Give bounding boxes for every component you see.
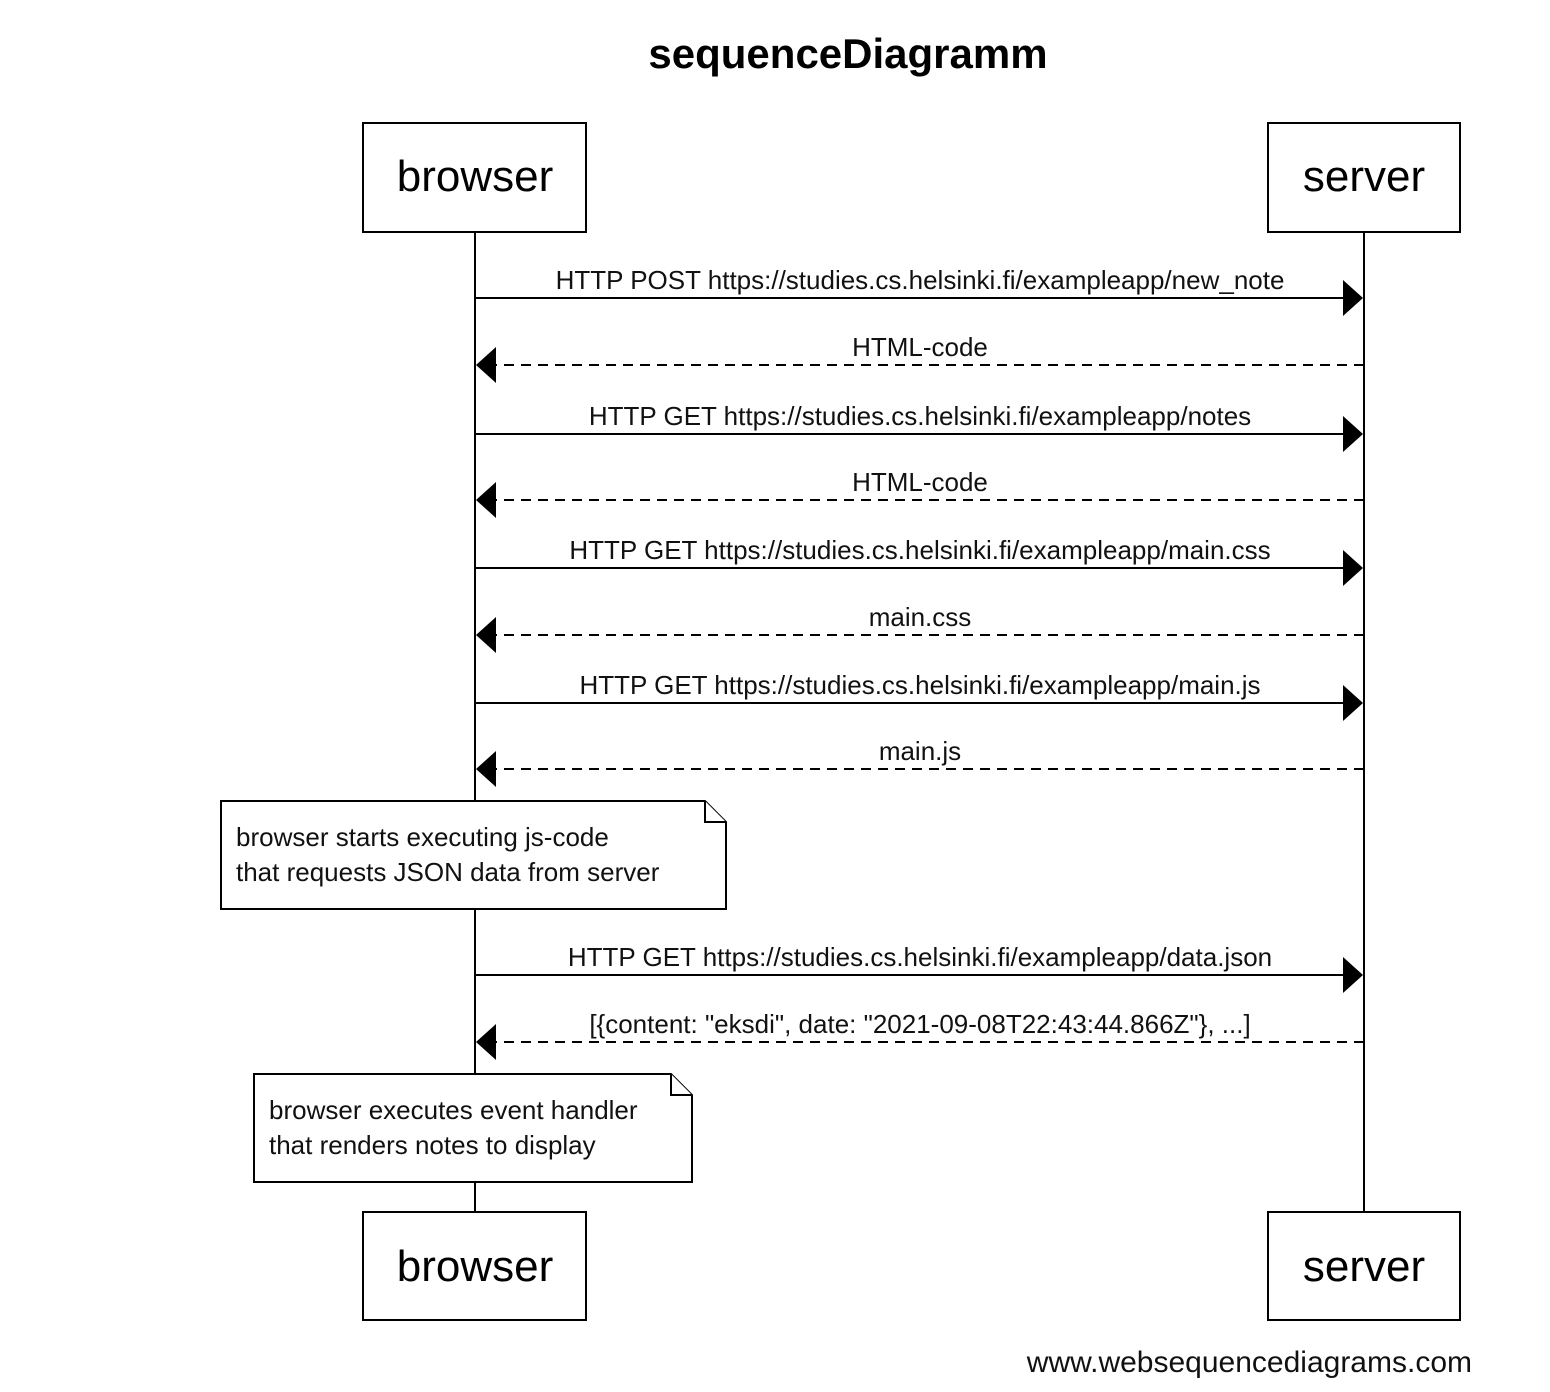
actor-label: server	[1303, 152, 1425, 201]
message-2: HTML-code	[476, 332, 1364, 383]
message-label: main.css	[869, 602, 972, 632]
actor-label: browser	[397, 152, 554, 201]
diagram-title: sequenceDiagramm	[648, 30, 1047, 77]
server-actor-top: server	[1267, 122, 1461, 233]
note-event-handler: browser executes event handler that rend…	[253, 1073, 693, 1183]
message-10: [{content: "eksdi", date: "2021-09-08T22…	[476, 1009, 1364, 1060]
note-box	[253, 1073, 693, 1183]
message-label: HTTP POST https://studies.cs.helsinki.fi…	[556, 265, 1285, 295]
note-js-executing: browser starts executing js-code that re…	[220, 800, 727, 910]
browser-actor-bottom: browser	[362, 1211, 587, 1321]
message-3: HTTP GET https://studies.cs.helsinki.fi/…	[475, 401, 1363, 452]
message-label: HTTP GET https://studies.cs.helsinki.fi/…	[589, 401, 1251, 431]
actor-box	[362, 1211, 587, 1321]
message-label: HTTP GET https://studies.cs.helsinki.fi/…	[579, 670, 1260, 700]
message-label: [{content: "eksdi", date: "2021-09-08T22…	[589, 1009, 1250, 1039]
browser-actor-top: browser	[362, 122, 587, 233]
actor-box	[1267, 1211, 1461, 1321]
footer-watermark: www.websequencediagrams.com	[1026, 1346, 1472, 1379]
message-4: HTML-code	[476, 467, 1364, 518]
message-label: main.js	[879, 736, 961, 766]
arrowhead	[1343, 280, 1363, 316]
note-fold	[670, 1074, 692, 1096]
note-fold	[704, 801, 726, 823]
arrowhead	[476, 1024, 496, 1060]
note-line: that requests JSON data from server	[236, 857, 660, 887]
note-line: browser starts executing js-code	[236, 822, 609, 852]
actor-label: browser	[397, 1242, 554, 1291]
arrowhead	[476, 482, 496, 518]
arrowhead	[476, 751, 496, 787]
messages: HTTP POST https://studies.cs.helsinki.fi…	[475, 265, 1364, 1060]
note-line: browser executes event handler	[269, 1095, 638, 1125]
arrowhead	[1343, 957, 1363, 993]
message-1: HTTP POST https://studies.cs.helsinki.fi…	[475, 265, 1363, 316]
arrowhead	[1343, 550, 1363, 586]
arrowhead	[1343, 416, 1363, 452]
message-label: HTTP GET https://studies.cs.helsinki.fi/…	[569, 535, 1270, 565]
actor-label: server	[1303, 1242, 1425, 1291]
actor-box	[1267, 122, 1461, 233]
server-actor-bottom: server	[1267, 1211, 1461, 1321]
note-line: that renders notes to display	[269, 1130, 596, 1160]
arrowhead	[476, 617, 496, 653]
actor-box	[362, 122, 587, 233]
message-label: HTML-code	[852, 467, 988, 497]
message-9: HTTP GET https://studies.cs.helsinki.fi/…	[475, 942, 1363, 993]
message-7: HTTP GET https://studies.cs.helsinki.fi/…	[475, 670, 1363, 721]
message-6: main.css	[476, 602, 1364, 653]
message-8: main.js	[476, 736, 1364, 787]
message-5: HTTP GET https://studies.cs.helsinki.fi/…	[475, 535, 1363, 586]
message-label: HTML-code	[852, 332, 988, 362]
message-label: HTTP GET https://studies.cs.helsinki.fi/…	[568, 942, 1272, 972]
arrowhead	[476, 347, 496, 383]
arrowhead	[1343, 685, 1363, 721]
note-box	[220, 800, 727, 910]
